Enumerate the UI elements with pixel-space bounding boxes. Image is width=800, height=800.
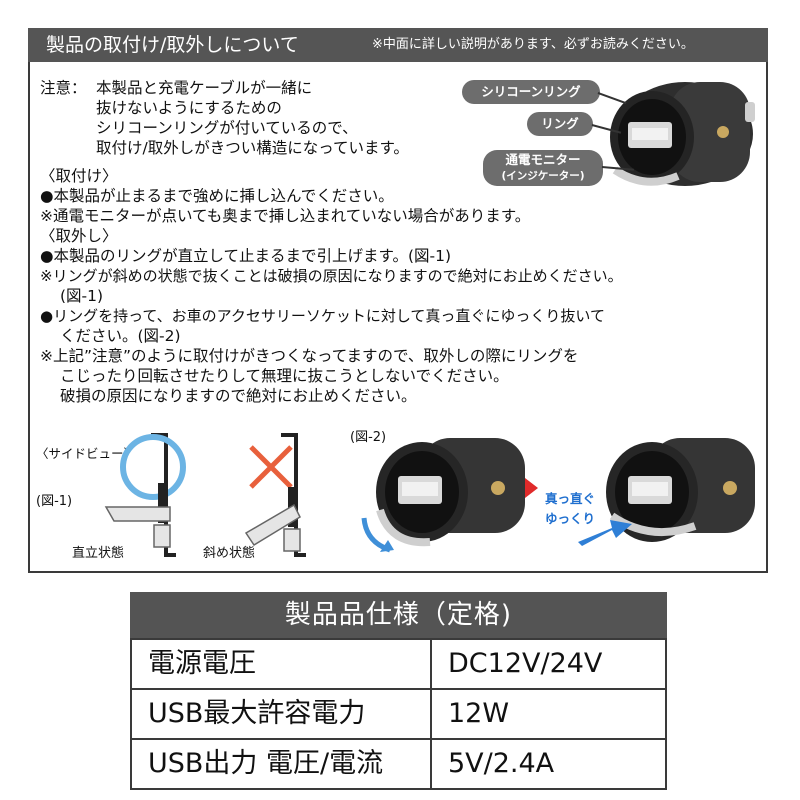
slanted-label: 斜め状態 bbox=[203, 546, 256, 561]
remove-line-1: ●本製品のリングが直立して止まるまで引上げます。(図-1) bbox=[40, 247, 452, 265]
caution-line-1: 本製品と充電ケーブルが一緒に bbox=[96, 79, 313, 97]
instruction-note: ※中面に詳しい説明があります、必ずお読みください。 bbox=[372, 37, 694, 52]
red-arrow-icon bbox=[525, 478, 538, 498]
install-heading: 〈取付け〉 bbox=[40, 167, 118, 185]
remove-line-8: 破損の原因になりますので絶対にお止めください。 bbox=[60, 387, 417, 405]
spec-value-output: 5V/2.4A bbox=[430, 738, 667, 790]
instruction-title: 製品の取付け/取外しについて bbox=[46, 34, 299, 56]
side-view-label: 〈サイドビュー〉 bbox=[36, 446, 137, 461]
spec-header-bar bbox=[130, 592, 667, 638]
remove-line-5: ください。(図-2) bbox=[60, 327, 181, 345]
fig1-diagram bbox=[104, 433, 306, 557]
straight-label-2: ゆっくり bbox=[545, 511, 596, 526]
callout-ring: リング bbox=[527, 112, 593, 136]
install-line-1: ●本製品が止まるまで強めに挿し込んでください。 bbox=[40, 187, 394, 205]
remove-line-4: ●リングを持って、お車のアクセサリーソケットに対して真っ直ぐにゆっくり抜いて bbox=[40, 307, 605, 325]
remove-line-6: ※上記”注意”のように取付けがきつくなってますので、取外しの際にリングを bbox=[40, 347, 579, 365]
caution-line-2: 抜けないようにするための bbox=[96, 99, 282, 117]
product-photo bbox=[610, 82, 755, 186]
spec-label-voltage: 電源電圧 bbox=[130, 638, 432, 690]
spec-label-output: USB出力 電圧/電流 bbox=[130, 738, 432, 790]
fig2-diagram bbox=[361, 438, 755, 553]
caution-line-4: 取付け/取外しがきつい構造になっています。 bbox=[96, 139, 409, 157]
upright-label: 直立状態 bbox=[72, 546, 125, 561]
instruction-header-bar bbox=[28, 28, 768, 62]
remove-line-7: こじったり回転させたりして無理に抜こうとしないでください。 bbox=[60, 367, 509, 385]
straight-label-1: 真っ直ぐ bbox=[545, 491, 596, 506]
callout-monitor: 通電モニター (インジケーター) bbox=[483, 150, 603, 186]
callout-monitor-line1: 通電モニター bbox=[505, 152, 581, 167]
callout-monitor-line2: (インジケーター) bbox=[501, 170, 585, 182]
install-line-2: ※通電モニターが点いても奥まで挿し込まれていない場合があります。 bbox=[40, 207, 531, 225]
spec-value-voltage: DC12V/24V bbox=[430, 638, 667, 690]
caution-line-3: シリコーンリングが付いているので、 bbox=[96, 119, 358, 137]
remove-heading: 〈取外し〉 bbox=[40, 227, 118, 245]
spec-value-max-power: 12W bbox=[430, 688, 667, 740]
callout-silicone-ring: シリコーンリング bbox=[462, 80, 600, 104]
ok-circle-icon bbox=[120, 434, 186, 500]
ng-cross-icon bbox=[249, 445, 293, 489]
pull-arrow-icon bbox=[578, 520, 632, 546]
remove-line-2: ※リングが斜めの状態で抜くことは破損の原因になりますので絶対にお止めください。 bbox=[40, 267, 623, 285]
fig1-label: (図-1) bbox=[36, 494, 73, 509]
remove-line-3: (図-1) bbox=[60, 287, 104, 305]
spec-title: 製品品仕様（定格) bbox=[284, 600, 513, 630]
rotate-arrow-icon bbox=[380, 540, 394, 552]
caution-prefix: 注意： bbox=[40, 79, 87, 97]
fig2-label: (図-2) bbox=[350, 430, 387, 445]
spec-label-max-power: USB最大許容電力 bbox=[130, 688, 432, 740]
